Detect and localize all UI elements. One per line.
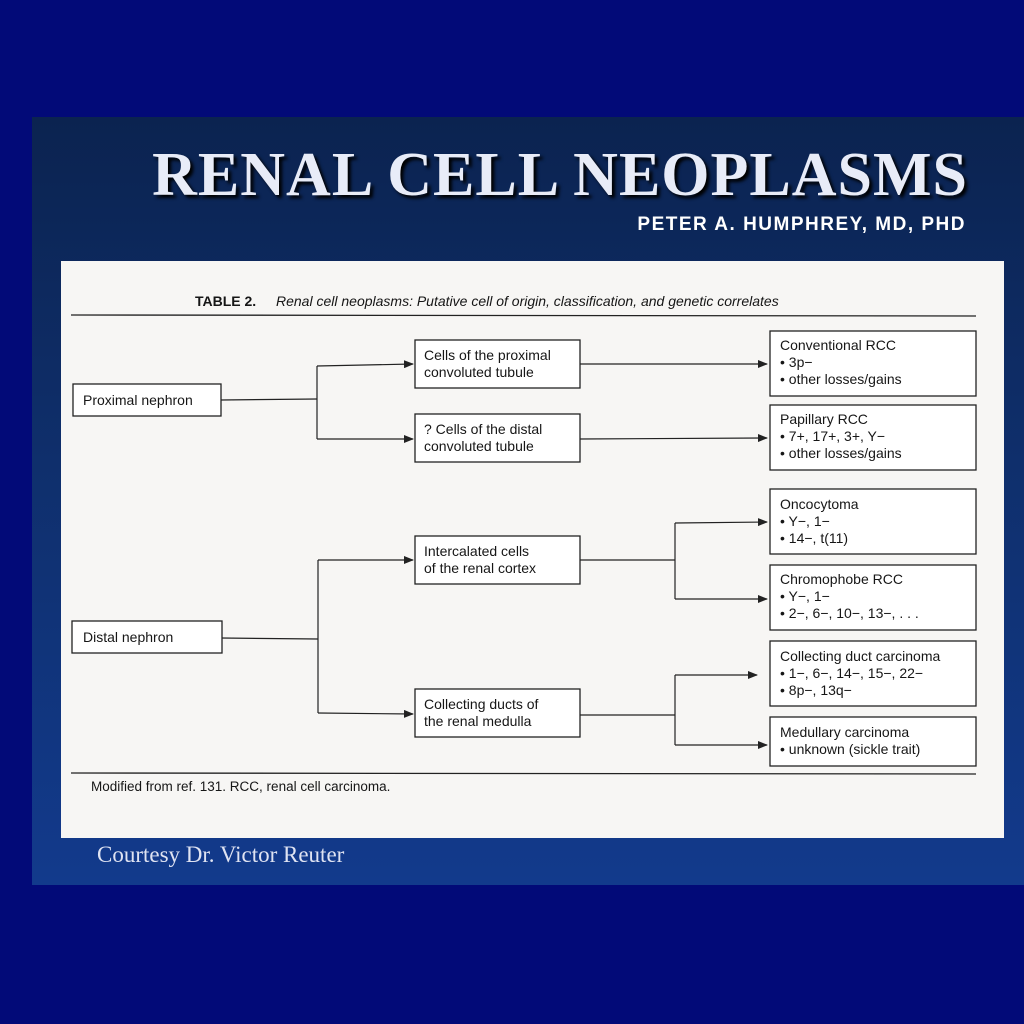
node-collecting-duct-carcinoma: Collecting duct carcinoma • 1−, 6−, 14−,… <box>769 640 977 707</box>
svg-text:• other losses/gains: • other losses/gains <box>780 445 902 461</box>
svg-text:Conventional RCC: Conventional RCC <box>780 337 896 353</box>
table-caption: Renal cell neoplasms: Putative cell of o… <box>276 293 779 309</box>
svg-text:Chromophobe RCC: Chromophobe RCC <box>780 571 903 587</box>
table-footnote: Modified from ref. 131. RCC, renal cell … <box>91 779 390 794</box>
svg-text:Distal nephron: Distal nephron <box>83 629 173 645</box>
svg-text:• 1−, 6−, 14−, 15−, 22−: • 1−, 6−, 14−, 15−, 22− <box>780 665 923 681</box>
node-oncocytoma: Oncocytoma • Y−, 1− • 14−, t(11) <box>769 488 977 555</box>
bottom-rule <box>70 772 977 775</box>
top-rule <box>70 314 977 317</box>
node-chromophobe-rcc: Chromophobe RCC • Y−, 1− • 2−, 6−, 10−, … <box>769 564 977 631</box>
node-distal-nephron: Distal nephron <box>71 620 223 654</box>
svg-text:• unknown (sickle trait): • unknown (sickle trait) <box>780 741 920 757</box>
author-byline: Peter A. Humphrey, MD, PhD <box>637 214 966 235</box>
table-label: TABLE 2. <box>195 293 256 309</box>
svg-text:• 2−, 6−, 10−, 13−, . . .: • 2−, 6−, 10−, 13−, . . . <box>780 605 919 621</box>
svg-text:convoluted tubule: convoluted tubule <box>424 438 534 454</box>
node-papillary-rcc: Papillary RCC • 7+, 17+, 3+, Y− • other … <box>769 404 977 471</box>
svg-text:Papillary RCC: Papillary RCC <box>780 411 868 427</box>
svg-text:Intercalated cells: Intercalated cells <box>424 543 529 559</box>
node-distal-tubule: ? Cells of the distal convoluted tubule <box>414 413 581 463</box>
svg-text:convoluted tubule: convoluted tubule <box>424 364 534 380</box>
svg-text:• other losses/gains: • other losses/gains <box>780 371 902 387</box>
svg-text:of the renal cortex: of the renal cortex <box>424 560 536 576</box>
node-medullary-carcinoma: Medullary carcinoma • unknown (sickle tr… <box>769 716 977 767</box>
table-scan: TABLE 2. Renal cell neoplasms: Putative … <box>61 261 1004 838</box>
svg-text:• Y−, 1−: • Y−, 1− <box>780 588 830 604</box>
svg-text:• 8p−, 13q−: • 8p−, 13q− <box>780 682 852 698</box>
svg-text:Collecting duct carcinoma: Collecting duct carcinoma <box>780 648 941 664</box>
node-conventional-rcc: Conventional RCC • 3p− • other losses/ga… <box>769 330 977 397</box>
svg-text:Collecting ducts of: Collecting ducts of <box>424 696 539 712</box>
node-collecting-ducts: Collecting ducts of the renal medulla <box>414 688 581 738</box>
slide-title: RENAL CELL NEOPLASMS <box>152 141 968 209</box>
svg-text:• 14−, t(11): • 14−, t(11) <box>780 530 848 546</box>
flow-diagram: TABLE 2. Renal cell neoplasms: Putative … <box>70 293 977 794</box>
svg-text:• Y−, 1−: • Y−, 1− <box>780 513 830 529</box>
node-proximal-tubule: Cells of the proximal convoluted tubule <box>414 339 581 389</box>
svg-text:• 7+, 17+, 3+, Y−: • 7+, 17+, 3+, Y− <box>780 428 885 444</box>
node-intercalated-cells: Intercalated cells of the renal cortex <box>414 535 581 585</box>
connector-lines <box>220 360 768 749</box>
svg-text:the renal medulla: the renal medulla <box>424 713 532 729</box>
node-proximal-nephron: Proximal nephron <box>72 383 222 417</box>
svg-text:? Cells of the distal: ? Cells of the distal <box>424 421 542 437</box>
svg-text:• 3p−: • 3p− <box>780 354 813 370</box>
svg-text:Medullary carcinoma: Medullary carcinoma <box>780 724 909 740</box>
svg-text:Proximal nephron: Proximal nephron <box>83 392 193 408</box>
svg-text:Cells of the proximal: Cells of the proximal <box>424 347 551 363</box>
svg-text:Oncocytoma: Oncocytoma <box>780 496 859 512</box>
courtesy-credit: Courtesy Dr. Victor Reuter <box>97 842 345 867</box>
